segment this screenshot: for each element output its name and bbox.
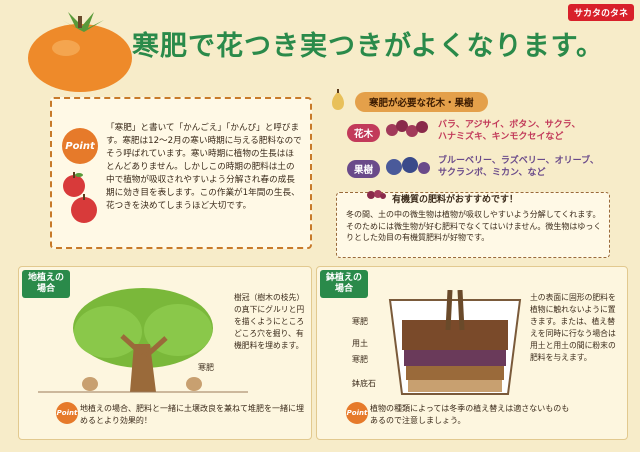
- kaju-line-1: ブルーベリー、ラズベリー、オリーブ、: [438, 156, 599, 166]
- ground-point-badge: Point: [56, 402, 78, 424]
- pot-planting-tag: 鉢植えの 場合: [320, 270, 369, 298]
- pot-label-kanpi-2: 寒肥: [352, 355, 368, 364]
- page-title: 寒肥で花つき実つきがよくなります。: [132, 31, 604, 62]
- apple-icon: [63, 172, 97, 223]
- pot-tag-line-2: 場合: [335, 284, 354, 294]
- ground-tag-line-2: 場合: [37, 284, 56, 294]
- kaboku-line-1: バラ、アジサイ、ボタン、サクラ、: [438, 120, 581, 130]
- pot-tag-line-1: 鉢植えの: [326, 273, 363, 283]
- tree-illustration: [38, 288, 248, 393]
- rose-hip-icon: [386, 120, 428, 137]
- pear-icon: [332, 89, 344, 110]
- pot-label-yodo: 用土: [352, 339, 368, 348]
- point-text: 「寒肥」と書いて「かんごえ」「かんぴ」と呼びます。寒肥は12～2月の寒い時期に与…: [106, 123, 302, 211]
- kaboku-line-2: ハナミズキ、キンモクセイなど: [438, 132, 564, 142]
- ground-kanpi-label: 寒肥: [198, 363, 214, 372]
- pot-description: 土の表面に固形の肥料を植物に触れないように置きます。または、植え替えを同時に行な…: [530, 293, 616, 362]
- recommendation-box: [336, 192, 610, 258]
- ground-tag-line-1: 地植えの: [28, 273, 65, 283]
- kaju-list: ブルーベリー、ラズベリー、オリーブ、 サクランボ、ミカン、など: [438, 155, 599, 179]
- kaju-line-2: サクランボ、ミカン、など: [438, 168, 546, 178]
- point-box: [50, 97, 312, 249]
- pot-point-badge: Point: [346, 402, 368, 424]
- required-plants-header: 寒肥が必要な花木・果樹: [355, 92, 488, 112]
- recommendation-text: 冬の間、土の中の微生物は植物が吸収しやすいよう分解してくれます。そのためには微生…: [346, 210, 602, 242]
- point-badge: Point: [62, 128, 98, 164]
- kaboku-list: バラ、アジサイ、ボタン、サクラ、 ハナミズキ、キンモクセイなど: [438, 119, 581, 143]
- pot-point-text: 植物の種類によっては冬季の植え替えは適さないものもあるので注意しましょう。: [370, 404, 570, 425]
- kaboku-label: 花木: [347, 124, 381, 142]
- ground-planting-tag: 地植えの 場合: [22, 270, 71, 298]
- blueberry-icon: [386, 157, 430, 175]
- grape-icon: [367, 190, 386, 199]
- pot-illustration: [388, 290, 522, 395]
- ground-point-text: 地植えの場合、肥料と一緒に土壌改良を兼ねて堆肥を一緒に埋めるとより効果的！: [80, 404, 304, 425]
- recommendation-header: 有機質の肥料がおすすめです！: [392, 195, 519, 205]
- brand-logo: サカタのタネ: [567, 4, 634, 21]
- kaju-label: 果樹: [347, 160, 381, 178]
- persimmon-illustration: [28, 12, 132, 92]
- pot-label-hachizoko: 鉢底石: [352, 379, 376, 388]
- ground-description: 樹冠（樹木の枝先）の真下にグルリと円を描くようにところどころ穴を掘り、有機肥料を…: [234, 293, 305, 350]
- pot-label-kanpi: 寒肥: [352, 317, 368, 326]
